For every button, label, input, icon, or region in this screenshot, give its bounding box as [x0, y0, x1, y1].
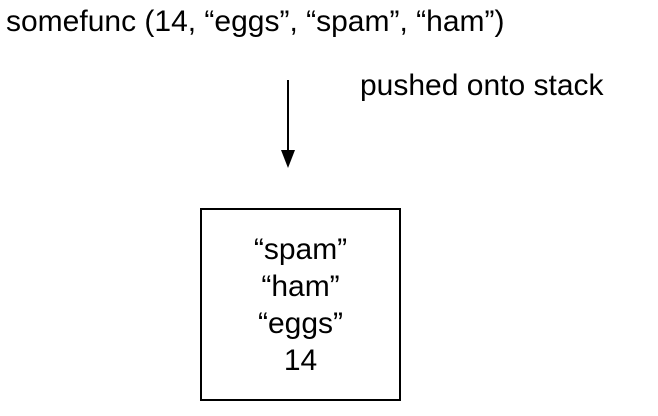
function-call-text: somefunc (14, “eggs”, “spam”, “ham”)	[6, 5, 505, 38]
stack-box: “spam” “ham” “eggs” 14	[200, 208, 401, 401]
down-arrow-icon	[281, 80, 295, 168]
stack-item-spam: “spam”	[253, 232, 348, 266]
push-caption: pushed onto stack	[360, 69, 604, 102]
stack-item-eggs: “eggs”	[257, 306, 344, 340]
stack-item-ham: “ham”	[261, 269, 340, 303]
stack-item-14: 14	[283, 343, 318, 377]
